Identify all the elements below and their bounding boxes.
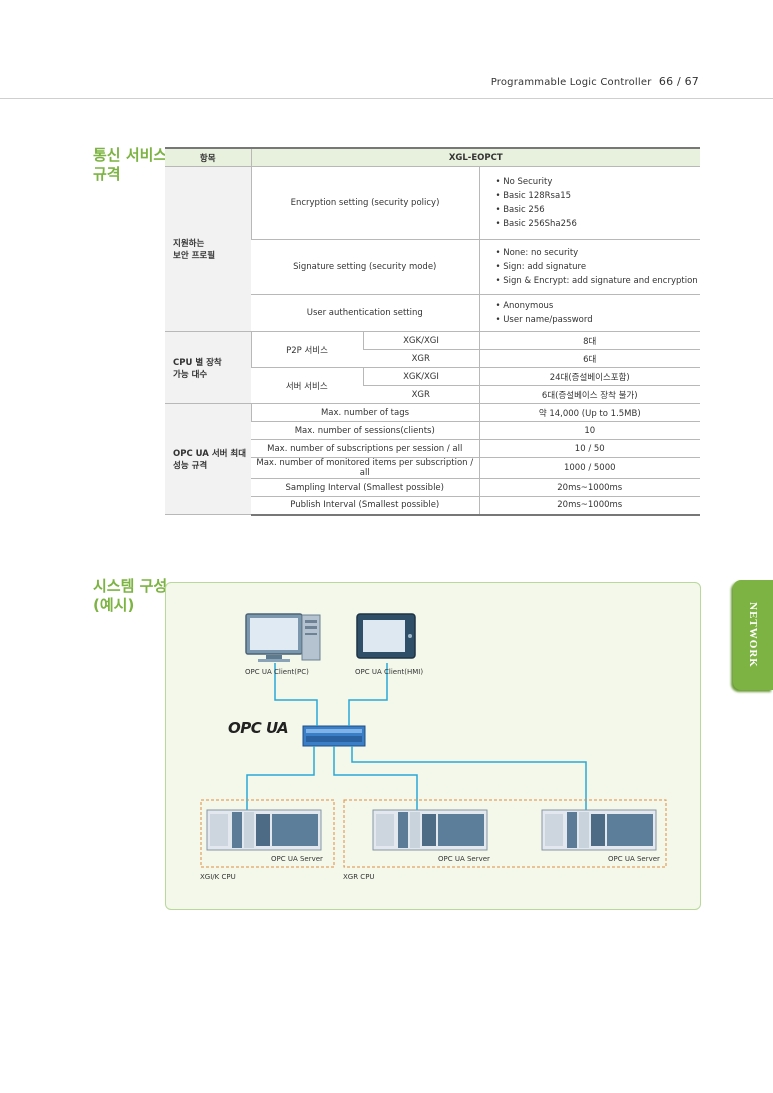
- perf-label: Publish Interval (Smallest possible): [251, 496, 479, 516]
- encryption-label: Encryption setting (security policy): [250, 166, 479, 240]
- group2-label: XGR CPU: [343, 873, 375, 881]
- network-links: [246, 663, 587, 810]
- side-tab-label: NETWORK: [747, 602, 759, 668]
- table-row: OPC UA 서버 최대 성능 규격 Max. number of tags 약…: [165, 403, 700, 515]
- table-row: Max. number of subscriptions per session…: [165, 439, 700, 458]
- table-row: CPU 별 장착 가능 대수 P2P 서비스 XGK/XGI 8대: [165, 331, 700, 404]
- client-hmi-label: OPC UA Client(HMI): [355, 668, 424, 676]
- perf-value: 20ms~1000ms: [478, 496, 700, 516]
- server-label-2: OPC UA Server: [438, 855, 490, 863]
- page-header: Programmable Logic Controller 66 / 67: [491, 75, 699, 88]
- table-row: Max. number of sessions(clients) 10: [165, 421, 700, 440]
- pc-client-icon: [245, 613, 321, 662]
- cpu-type: XGK/XGI: [362, 367, 479, 386]
- opcua-category: OPC UA 서버 최대 성능 규격: [165, 403, 251, 515]
- spec-section-title: 통신 서비스 규격: [93, 146, 168, 183]
- page-number: 66 / 67: [658, 75, 699, 88]
- auth-values: • Anonymous • User name/password: [478, 294, 700, 332]
- cpu-count: 8대: [478, 331, 700, 350]
- auth-label: User authentication setting: [251, 294, 479, 332]
- plc-rack-2: [372, 809, 488, 851]
- cpu-type: XGK/XGI: [362, 331, 479, 350]
- signature-label: Signature setting (security mode): [251, 239, 479, 295]
- header-product: XGL-EOPCT: [250, 147, 700, 167]
- table-row: Sampling Interval (Smallest possible) 20…: [165, 478, 700, 497]
- table-row: Max. number of monitored items per subsc…: [165, 457, 700, 479]
- client-pc-label: OPC UA Client(PC): [245, 668, 309, 676]
- network-switch-icon: [302, 725, 366, 747]
- spec-table: 항목 XGL-EOPCT 지원하는 보안 프로필 Encryption sett…: [165, 147, 700, 516]
- perf-value: 1000 / 5000: [478, 457, 700, 479]
- security-category: 지원하는 보안 프로필: [165, 166, 251, 332]
- server-service: 서버 서비스: [251, 367, 363, 404]
- perf-value: 20ms~1000ms: [478, 478, 700, 497]
- table-row: Publish Interval (Smallest possible) 20m…: [165, 496, 700, 516]
- plc-rack-3: [541, 809, 657, 851]
- perf-label: Max. number of sessions(clients): [251, 421, 479, 440]
- perf-label: Sampling Interval (Smallest possible): [251, 478, 479, 497]
- cpu-type: XGR: [363, 349, 479, 368]
- cpu-count: 24대(증설베이스포함): [478, 367, 700, 386]
- header-title: Programmable Logic Controller: [490, 77, 652, 88]
- header-divider: [0, 98, 773, 99]
- cpu-category: CPU 별 장착 가능 대수: [165, 331, 251, 404]
- hmi-client-icon: [356, 613, 416, 659]
- perf-value: 약 14,000 (Up to 1.5MB): [478, 403, 700, 422]
- server-label-1: OPC UA Server: [271, 855, 323, 863]
- table-row: 지원하는 보안 프로필 Encryption setting (security…: [165, 166, 700, 332]
- perf-value: 10 / 50: [478, 439, 700, 458]
- table-row: XGR 6대: [165, 349, 700, 368]
- group1-label: XGI/K CPU: [200, 873, 236, 881]
- perf-label: Max. number of tags: [250, 403, 479, 422]
- encryption-values: • No Security • Basic 128Rsa15 • Basic 2…: [478, 166, 700, 240]
- server-label-3: OPC UA Server: [608, 855, 660, 863]
- table-row: Signature setting (security mode) • None…: [165, 239, 700, 295]
- opcua-logo: OPC UA: [228, 719, 289, 737]
- group-xgr: [343, 799, 667, 868]
- cpu-count: 6대: [478, 349, 700, 368]
- network-side-tab[interactable]: NETWORK: [733, 580, 773, 690]
- group-xgik: [200, 799, 335, 868]
- table-row: User authentication setting • Anonymous …: [165, 294, 700, 332]
- p2p-service: P2P 서비스: [250, 331, 363, 368]
- perf-label: Max. number of subscriptions per session…: [251, 439, 479, 458]
- system-section-title: 시스템 구성 (예시): [93, 577, 168, 614]
- cpu-count: 6대(증설베이스 장착 불가): [478, 385, 700, 404]
- cpu-type: XGR: [363, 385, 479, 404]
- signature-values: • None: no security • Sign: add signatur…: [478, 239, 700, 295]
- table-header-row: 항목 XGL-EOPCT: [165, 147, 700, 167]
- perf-value: 10: [478, 421, 700, 440]
- table-row: XGR 6대(증설베이스 장착 불가): [165, 385, 700, 404]
- table-row: 서버 서비스 XGK/XGI 24대(증설베이스포함): [165, 367, 700, 404]
- plc-rack-1: [206, 809, 322, 851]
- header-item: 항목: [165, 147, 251, 167]
- perf-label: Max. number of monitored items per subsc…: [251, 457, 479, 479]
